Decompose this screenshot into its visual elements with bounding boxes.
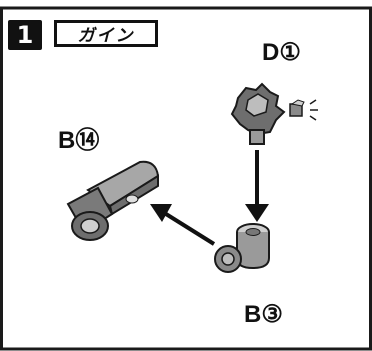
step-number-badge: 1	[8, 20, 42, 50]
part-b14-shape	[66, 160, 160, 241]
step-title: ガイン	[54, 20, 158, 47]
part-d1-shape	[230, 82, 318, 145]
part-label-b3: B③	[244, 301, 283, 328]
arrow-down-icon	[245, 150, 269, 222]
part-label-d1: D①	[262, 39, 301, 66]
arrow-diagonal-icon	[150, 204, 216, 246]
panel-border	[0, 6, 372, 351]
part-b3-shape	[214, 223, 270, 273]
part-label-b14: B⑭	[58, 127, 100, 154]
